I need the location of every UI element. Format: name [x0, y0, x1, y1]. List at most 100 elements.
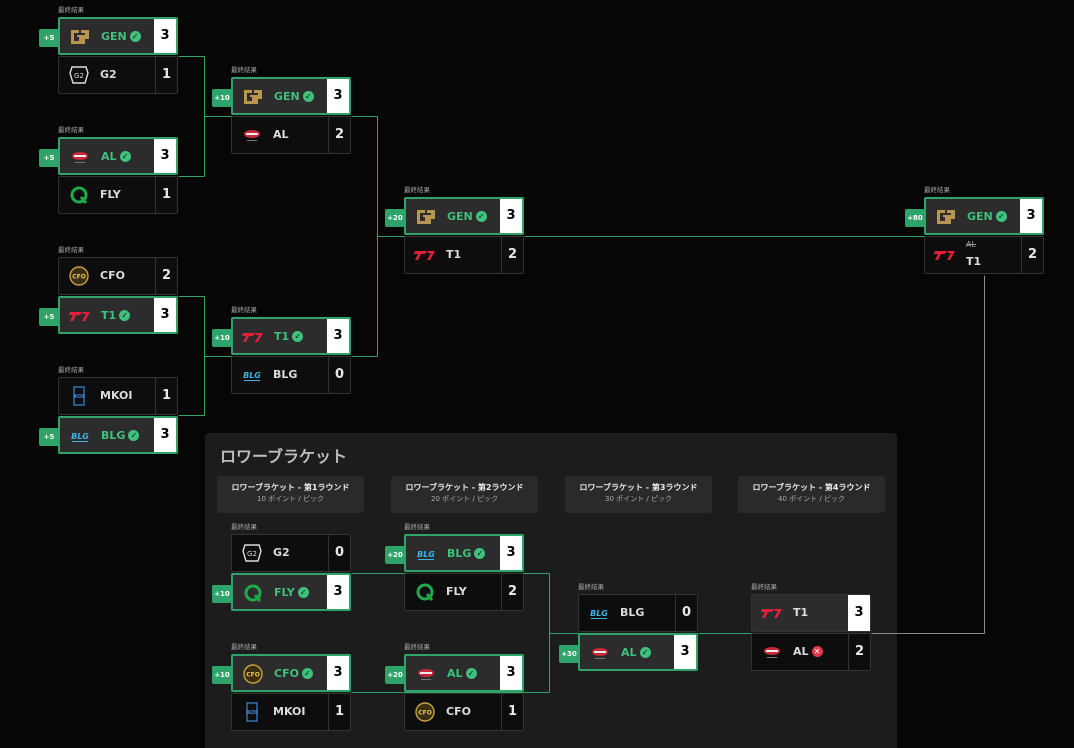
svg-text:CFO: CFO [418, 710, 432, 717]
svg-text:BLG: BLG [590, 609, 608, 618]
lower-round-header: ロワーブラケット - 第1ラウンド 10 ポイント / ピック [217, 476, 364, 513]
team-name: AL [793, 645, 809, 658]
team-name: BLG [101, 429, 126, 442]
check-circle-icon: ✓ [292, 331, 304, 342]
round-title: ロワーブラケット - 第2ラウンド [405, 483, 524, 492]
team-score: 0 [328, 357, 350, 393]
team-score: 3 [500, 536, 522, 570]
points-badge: +20 [385, 209, 405, 227]
svg-text:BLG: BLG [71, 432, 89, 441]
match-top-team-row[interactable]: GEN✓3+80 [905, 197, 1044, 235]
team-name: T1 [966, 255, 982, 268]
points-badge: +10 [212, 89, 232, 107]
gen-logo [935, 207, 957, 227]
check-circle-icon: ✓ [995, 211, 1007, 222]
team-score: 3 [674, 635, 696, 669]
match-bot-team-row[interactable]: AL✕2 [751, 633, 871, 671]
team-name: G2 [100, 68, 117, 81]
round-points: 30 ポイント / ピック [605, 495, 672, 503]
check-circle-icon: ✓ [475, 211, 487, 222]
t1-logo [761, 603, 783, 623]
al-logo [761, 642, 783, 662]
svg-text:BLG: BLG [417, 550, 435, 559]
round-title: ロワーブラケット - 第4ラウンド [752, 483, 871, 492]
team-score: 2 [328, 117, 350, 153]
match-top-team-row[interactable]: AL✓3+5 [39, 137, 178, 175]
round-points: 10 ポイント / ピック [257, 495, 324, 503]
svg-text:CFO: CFO [72, 274, 86, 281]
round-title: ロワーブラケット - 第1ラウンド [231, 483, 350, 492]
match-top-team-row[interactable]: T1✓3+10 [212, 317, 351, 355]
points-badge: +10 [212, 585, 232, 603]
team-score: 3 [154, 418, 176, 452]
mkoi-logo: KOI [241, 702, 263, 722]
points-badge: +30 [559, 645, 579, 663]
match-top-team-row[interactable]: GEN✓3+20 [385, 197, 524, 235]
check-circle-icon: ✓ [301, 668, 313, 679]
final-result-label: 最終結果 [58, 246, 84, 254]
svg-text:KOI: KOI [247, 710, 257, 716]
team-score: 2 [501, 237, 523, 273]
team-name: T1 [274, 330, 290, 343]
match-bot-team-row[interactable]: AL✓3+30 [559, 633, 698, 671]
points-badge: +5 [39, 428, 59, 446]
team-score: 0 [675, 595, 697, 631]
team-name: CFO [446, 705, 471, 718]
mkoi-logo: KOI [68, 386, 90, 406]
team-score: 2 [848, 634, 870, 670]
match-bot-team-row[interactable]: FLY✓3+10 [212, 573, 351, 611]
team-name: G2 [273, 546, 290, 559]
fly-logo [68, 185, 90, 205]
final-result-label: 最終結果 [231, 523, 257, 531]
points-badge: +10 [212, 329, 232, 347]
team-name: FLY [100, 188, 121, 201]
check-circle-icon: ✓ [474, 548, 486, 559]
match-top-team-row[interactable]: AL✓3+20 [385, 654, 524, 692]
round-points: 20 ポイント / ピック [431, 495, 498, 503]
team-score: 3 [154, 298, 176, 332]
match-bot-team-row[interactable]: FLY 1 [58, 176, 178, 214]
round-points: 40 ポイント / ピック [778, 495, 845, 503]
check-circle-icon: ✓ [119, 310, 131, 321]
gen-logo [415, 207, 437, 227]
t1-logo [69, 306, 91, 326]
team-score: 3 [500, 656, 522, 690]
match-top-team-row[interactable]: GEN✓3+5 [39, 17, 178, 55]
match-bot-team-row[interactable]: T1✓3+5 [39, 296, 178, 334]
team-name: GEN [274, 90, 300, 103]
team-name: AL [101, 150, 117, 163]
final-result-label: 最終結果 [578, 583, 604, 591]
svg-text:G2: G2 [74, 72, 84, 80]
points-badge: +5 [39, 29, 59, 47]
team-score: 3 [1020, 199, 1042, 233]
team-name: CFO [274, 667, 299, 680]
match-top-team-row[interactable]: GEN✓3+10 [212, 77, 351, 115]
team-score: 1 [155, 177, 177, 213]
gen-logo [242, 87, 264, 107]
team-name: GEN [447, 210, 473, 223]
al-logo [415, 664, 437, 684]
final-result-label: 最終結果 [404, 186, 430, 194]
team-name: AL [621, 646, 637, 659]
